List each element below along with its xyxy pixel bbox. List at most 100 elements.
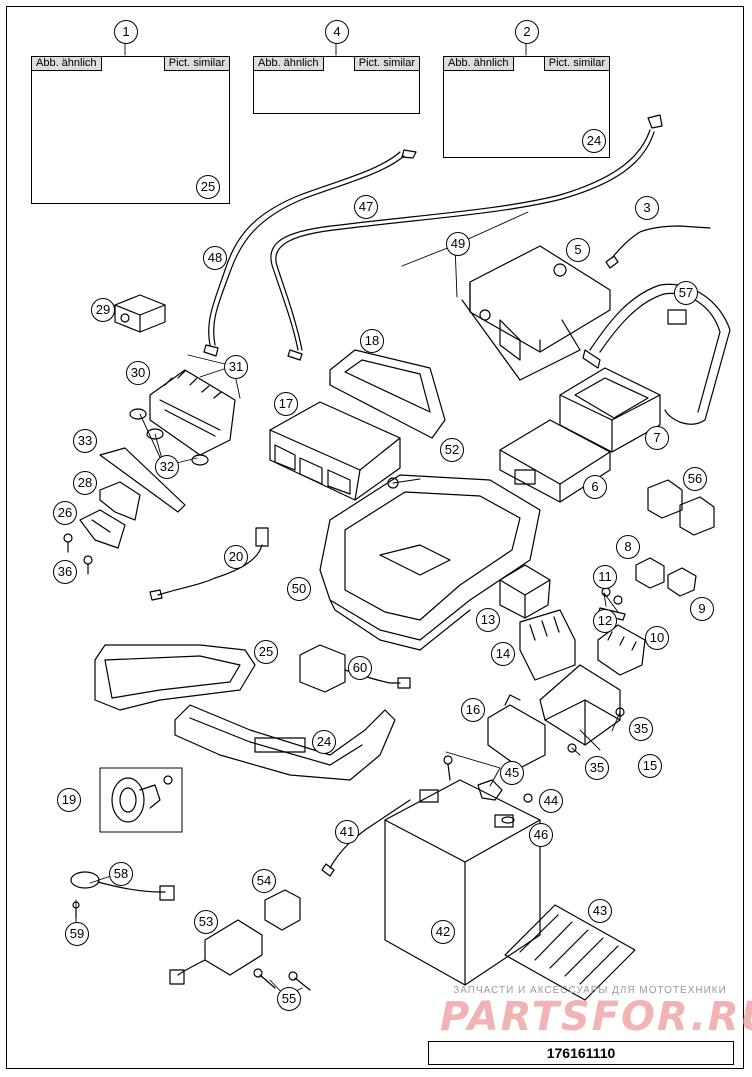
- callout-4: 4: [325, 20, 349, 44]
- callout-14: 14: [491, 642, 515, 666]
- part-35-screws: [567, 707, 625, 753]
- callout-8: 8: [616, 535, 640, 559]
- callout-47: 47: [354, 195, 378, 219]
- part-10-fuse-block: [597, 624, 646, 676]
- callout-33: 33: [73, 429, 97, 453]
- part-28-holder: [99, 481, 141, 521]
- callout-24-box: 24: [582, 129, 606, 153]
- part-6-module: [499, 419, 611, 503]
- picture-similar-label-en: Pict. similar: [163, 57, 229, 71]
- part-52-screw: [387, 477, 399, 489]
- callout-18: 18: [360, 329, 384, 353]
- part-50-tray: [319, 474, 541, 651]
- callout-11: 11: [593, 565, 617, 589]
- callout-45: 45: [500, 761, 524, 785]
- reference-box-1: Abb. ähnlich Pict. similar: [31, 56, 230, 204]
- part-14-fuses: [519, 609, 576, 681]
- callout-30: 30: [126, 361, 150, 385]
- part-5-bracket: [461, 245, 611, 381]
- callout-53: 53: [194, 910, 218, 934]
- callout-10: 10: [645, 626, 669, 650]
- callout-15: 15: [638, 754, 662, 778]
- callout-49: 49: [446, 232, 470, 256]
- part-24-bracket: [174, 704, 396, 781]
- callout-3: 3: [635, 196, 659, 220]
- callout-6: 6: [583, 475, 607, 499]
- part-9-relay: [667, 567, 697, 597]
- part-25-bracket: [94, 644, 256, 711]
- callout-58: 58: [109, 862, 133, 886]
- watermark-tagline: ЗАПЧАСТИ И АКСЕССУАРЫ ДЛЯ МОТОТЕХНИКИ: [453, 985, 727, 996]
- callout-7: 7: [645, 426, 669, 450]
- part-36-screws: [63, 533, 93, 575]
- part-number: 176161110: [428, 1041, 734, 1065]
- callout-28: 28: [73, 471, 97, 495]
- part-44-45-46-hardware: [443, 755, 533, 824]
- picture-similar-label-en: Pict. similar: [543, 57, 609, 71]
- part-56-fuse-holders: [647, 479, 715, 536]
- part-13-relay: [499, 564, 551, 619]
- watermark: ЗАПЧАСТИ И АКСЕССУАРЫ ДЛЯ МОТОТЕХНИКИ PA…: [440, 985, 752, 1040]
- callout-12: 12: [593, 609, 617, 633]
- part-43-mat: [504, 904, 636, 1001]
- callout-29: 29: [91, 298, 115, 322]
- reference-box-4: Abb. ähnlich Pict. similar: [253, 56, 420, 114]
- callout-60: 60: [348, 656, 372, 680]
- part-15-module: [539, 664, 621, 746]
- part-57-holder: [582, 283, 731, 425]
- drawing-frame: [6, 6, 744, 1069]
- callout-42: 42: [431, 920, 455, 944]
- part-32-caps: [129, 408, 209, 466]
- callout-19: 19: [57, 788, 81, 812]
- callout-1: 1: [114, 20, 138, 44]
- part-17-ecu: [269, 401, 401, 501]
- part-16-module: [487, 694, 546, 769]
- part-53-module: [169, 919, 263, 985]
- part-58-sensor: [70, 871, 175, 919]
- part-18-cover: [329, 349, 446, 439]
- callout-17: 17: [274, 392, 298, 416]
- callout-43: 43: [588, 899, 612, 923]
- part-54-cap: [264, 889, 301, 931]
- part-8-relay: [635, 557, 665, 589]
- part-41-cable: [321, 799, 411, 877]
- picture-similar-label-en: Pict. similar: [353, 57, 419, 71]
- callout-44: 44: [539, 789, 563, 813]
- callout-25: 25: [254, 640, 278, 664]
- callout-24: 24: [312, 730, 336, 754]
- callout-56: 56: [683, 467, 707, 491]
- callout-41: 41: [335, 820, 359, 844]
- callout-31: 31: [224, 355, 248, 379]
- part-20-sensor: [149, 527, 269, 601]
- callout-25-box: 25: [196, 175, 220, 199]
- callout-32: 32: [155, 455, 179, 479]
- part-30-fuse-box: [149, 369, 236, 456]
- callout-36: 36: [53, 560, 77, 584]
- part-3-cable: [605, 225, 711, 269]
- callout-35-lower: 35: [585, 756, 609, 780]
- part-55-bolts: [253, 968, 311, 991]
- callout-5: 5: [566, 238, 590, 262]
- callout-20: 20: [224, 545, 248, 569]
- callout-59: 59: [65, 922, 89, 946]
- callout-50: 50: [287, 577, 311, 601]
- battery-cables: [203, 114, 663, 361]
- part-42-battery: [384, 779, 541, 986]
- callout-13: 13: [476, 608, 500, 632]
- callout-54: 54: [252, 869, 276, 893]
- part-19-horn-box: [99, 767, 183, 833]
- callout-46: 46: [529, 823, 553, 847]
- part-26-holder: [79, 509, 126, 549]
- picture-similar-label-de: Abb. ähnlich: [444, 57, 514, 71]
- callout-16: 16: [461, 698, 485, 722]
- callout-57: 57: [674, 281, 698, 305]
- callout-48: 48: [203, 246, 227, 270]
- picture-similar-label-de: Abb. ähnlich: [32, 57, 102, 71]
- callout-52: 52: [440, 438, 464, 462]
- part-29-connector: [114, 294, 166, 333]
- callout-35-upper: 35: [629, 717, 653, 741]
- callout-9: 9: [690, 597, 714, 621]
- watermark-logo: PARTSFOR.RU: [440, 994, 752, 1040]
